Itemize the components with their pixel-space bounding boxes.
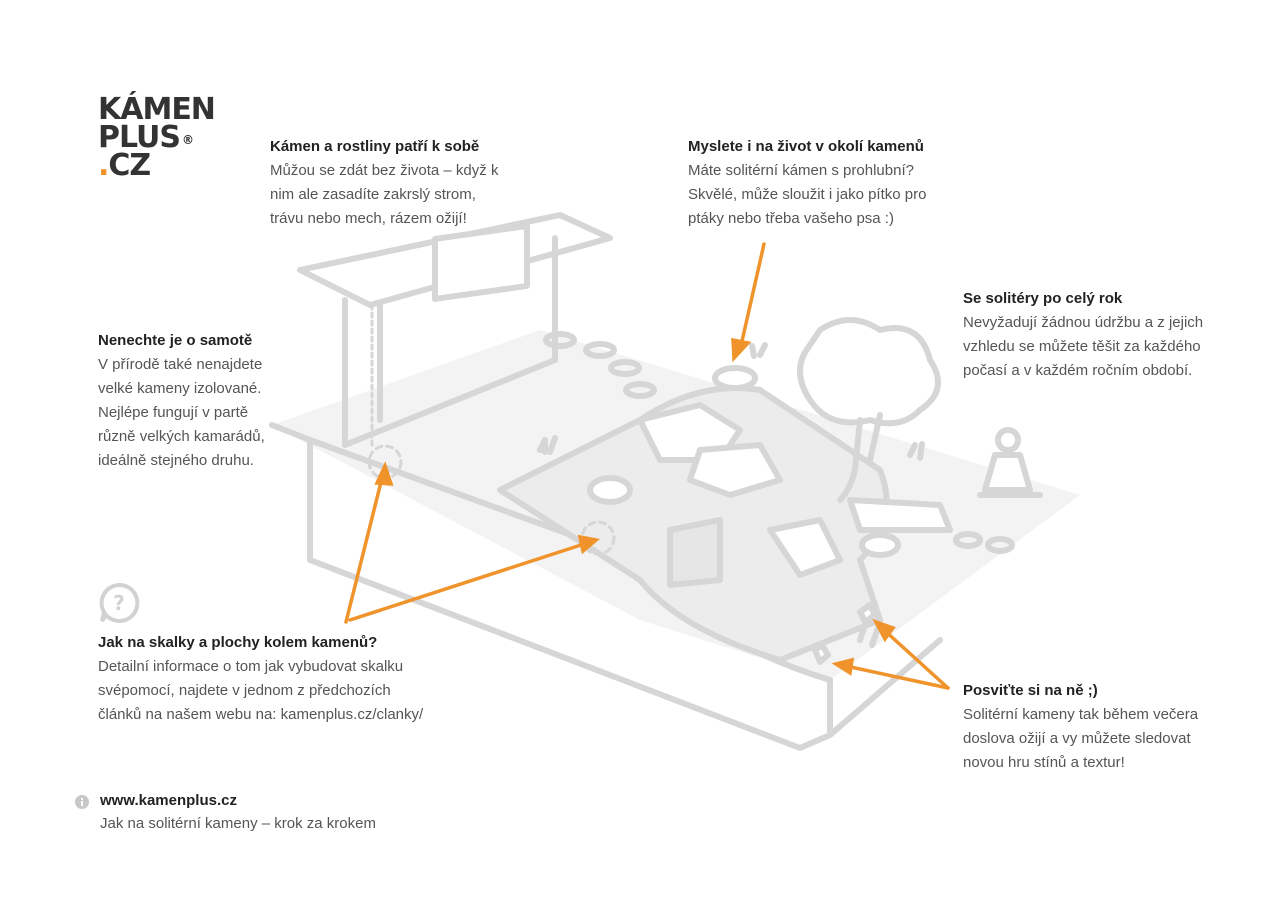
brand-logo: KÁMEN PLUS® .CZ <box>98 92 216 183</box>
footer-url[interactable]: www.kamenplus.cz <box>100 792 237 809</box>
footer-subtitle: Jak na solitérní kameny – krok za krokem <box>100 815 376 832</box>
person-head <box>995 427 1021 453</box>
callout-alone: Nenechte je o samotě V přírodě také nena… <box>98 332 270 473</box>
callout-plants-title: Kámen a rostliny patří k sobě <box>270 138 480 155</box>
boulder-2 <box>687 442 783 498</box>
callout-life-text: Máte solitérní kámen s prohlubní? Skvělé… <box>688 162 927 227</box>
callout-plants: Kámen a rostliny patří k sobě Můžou se z… <box>270 138 502 231</box>
arrow-light-1 <box>882 628 950 690</box>
callout-rockery-title: Jak na skalky a plochy kolem kamenů? <box>98 634 378 651</box>
basin-stone <box>712 365 758 391</box>
arrow-rockery <box>348 542 586 622</box>
house-window <box>432 222 530 302</box>
callout-light: Posviťte si na ně ;) Solitérní kameny ta… <box>963 682 1213 775</box>
question-bubble-icon: ? <box>99 582 140 623</box>
callout-light-title: Posviťte si na ně ;) <box>963 682 1098 699</box>
person-body <box>977 452 1043 498</box>
logo-registered: ® <box>182 133 194 147</box>
logo-line-3: CZ <box>108 148 151 183</box>
front-wall <box>269 422 833 751</box>
logo-dot: . <box>98 148 109 183</box>
garden-lamp-1 <box>857 602 878 625</box>
callout-yearround-text: Nevyžadují žádnou údržbu a z jejich vzhl… <box>963 314 1204 379</box>
callout-life-title: Myslete i na život v okolí kamenů <box>688 138 924 155</box>
svg-text:?: ? <box>113 591 125 615</box>
callout-alone-text: V přírodě také nenajdete velké kameny iz… <box>98 356 265 469</box>
garden-lamp-2 <box>812 642 831 665</box>
arrow-alone <box>344 476 384 624</box>
logo-line-2: PLUS <box>98 120 181 155</box>
tree-trunk <box>837 412 883 503</box>
footer: www.kamenplus.cz Jak na solitérní kameny… <box>74 792 376 832</box>
callout-plants-text: Můžou se zdát bez života – když k nim al… <box>270 162 499 227</box>
arrow-life <box>738 242 766 352</box>
logo-line-1: KÁMEN <box>98 92 216 127</box>
callout-yearround-title: Se solitéry po celý rok <box>963 290 1123 307</box>
callout-rockery: Jak na skalky a plochy kolem kamenů? Det… <box>98 634 438 727</box>
boulder-3 <box>667 517 723 588</box>
info-icon <box>75 795 89 809</box>
callout-rockery-text: Detailní informace o tom jak vybudovat s… <box>98 658 424 723</box>
callout-light-text: Solitérní kameny tak během večera doslov… <box>963 706 1199 771</box>
callout-alone-title: Nenechte je o samotě <box>98 332 253 349</box>
callout-yearround: Se solitéry po celý rok Nevyžadují žádno… <box>963 290 1213 383</box>
boulder-4 <box>767 517 843 578</box>
tree-crown <box>797 317 941 427</box>
arrow-light-2 <box>844 664 950 690</box>
callout-life: Myslete i na život v okolí kamenů Máte s… <box>688 138 944 231</box>
